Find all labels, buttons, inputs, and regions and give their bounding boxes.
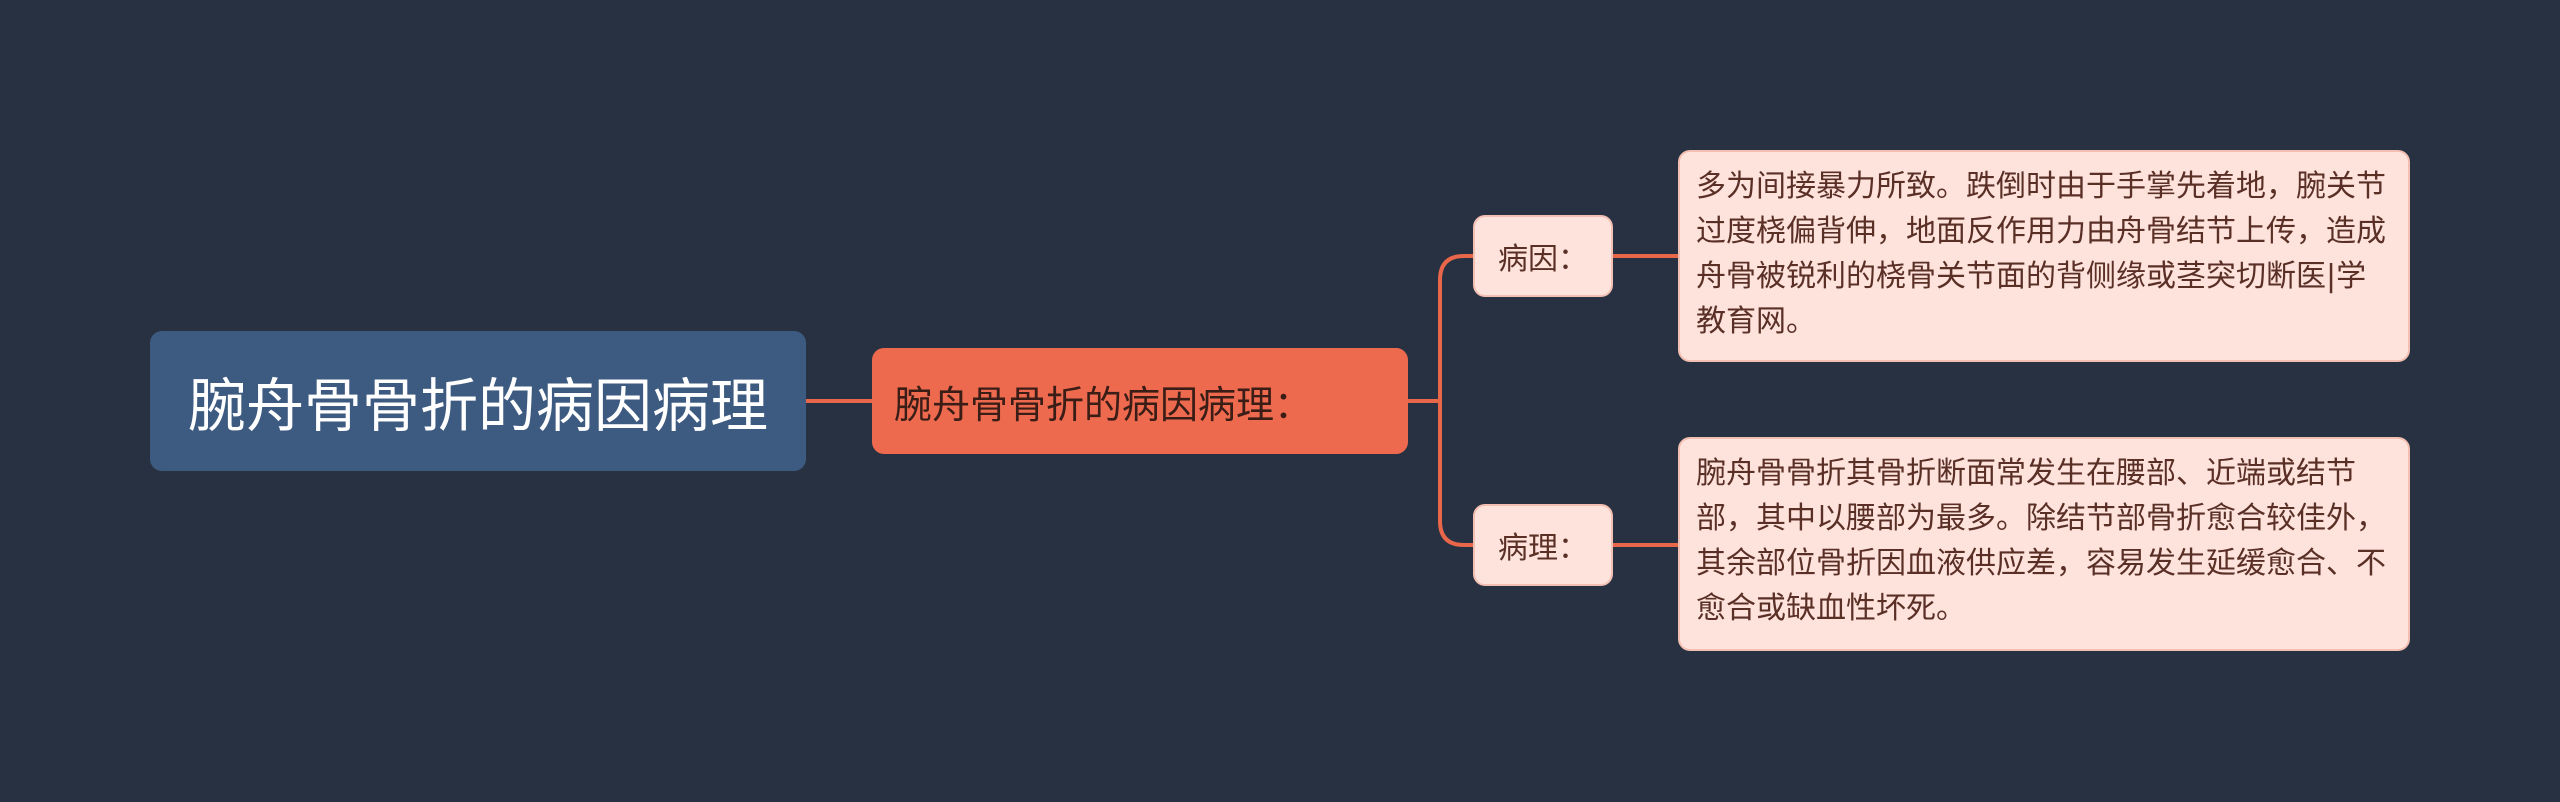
branch-pathology-label: 病理： xyxy=(1498,531,1588,566)
root-topic-label: 腕舟骨骨折的病因病理 xyxy=(187,372,768,440)
root-topic[interactable]: 腕舟骨骨折的病因病理 xyxy=(150,331,806,471)
cause-detail[interactable]: 多为间接暴力所致。跌倒时由于手掌先着地，腕关节过度桡偏背伸，地面反作用力由舟骨结… xyxy=(1678,150,2410,362)
connector-to-cause xyxy=(1438,254,1473,401)
branch-pathology[interactable]: 病理： xyxy=(1473,504,1613,586)
cause-detail-text: 多为间接暴力所致。跌倒时由于手掌先着地，腕关节过度桡偏背伸，地面反作用力由舟骨结… xyxy=(1696,169,2386,339)
pathology-detail[interactable]: 腕舟骨骨折其骨折断面常发生在腰部、近端或结节部，其中以腰部为最多。除结节部骨折愈… xyxy=(1678,437,2410,651)
main-topic-label: 腕舟骨骨折的病因病理： xyxy=(894,382,1313,427)
branch-cause-label: 病因： xyxy=(1498,242,1588,277)
connector-to-pathology xyxy=(1438,401,1473,547)
main-topic[interactable]: 腕舟骨骨折的病因病理： xyxy=(872,348,1408,454)
branch-cause[interactable]: 病因： xyxy=(1473,215,1613,297)
pathology-detail-text: 腕舟骨骨折其骨折断面常发生在腰部、近端或结节部，其中以腰部为最多。除结节部骨折愈… xyxy=(1696,456,2386,626)
